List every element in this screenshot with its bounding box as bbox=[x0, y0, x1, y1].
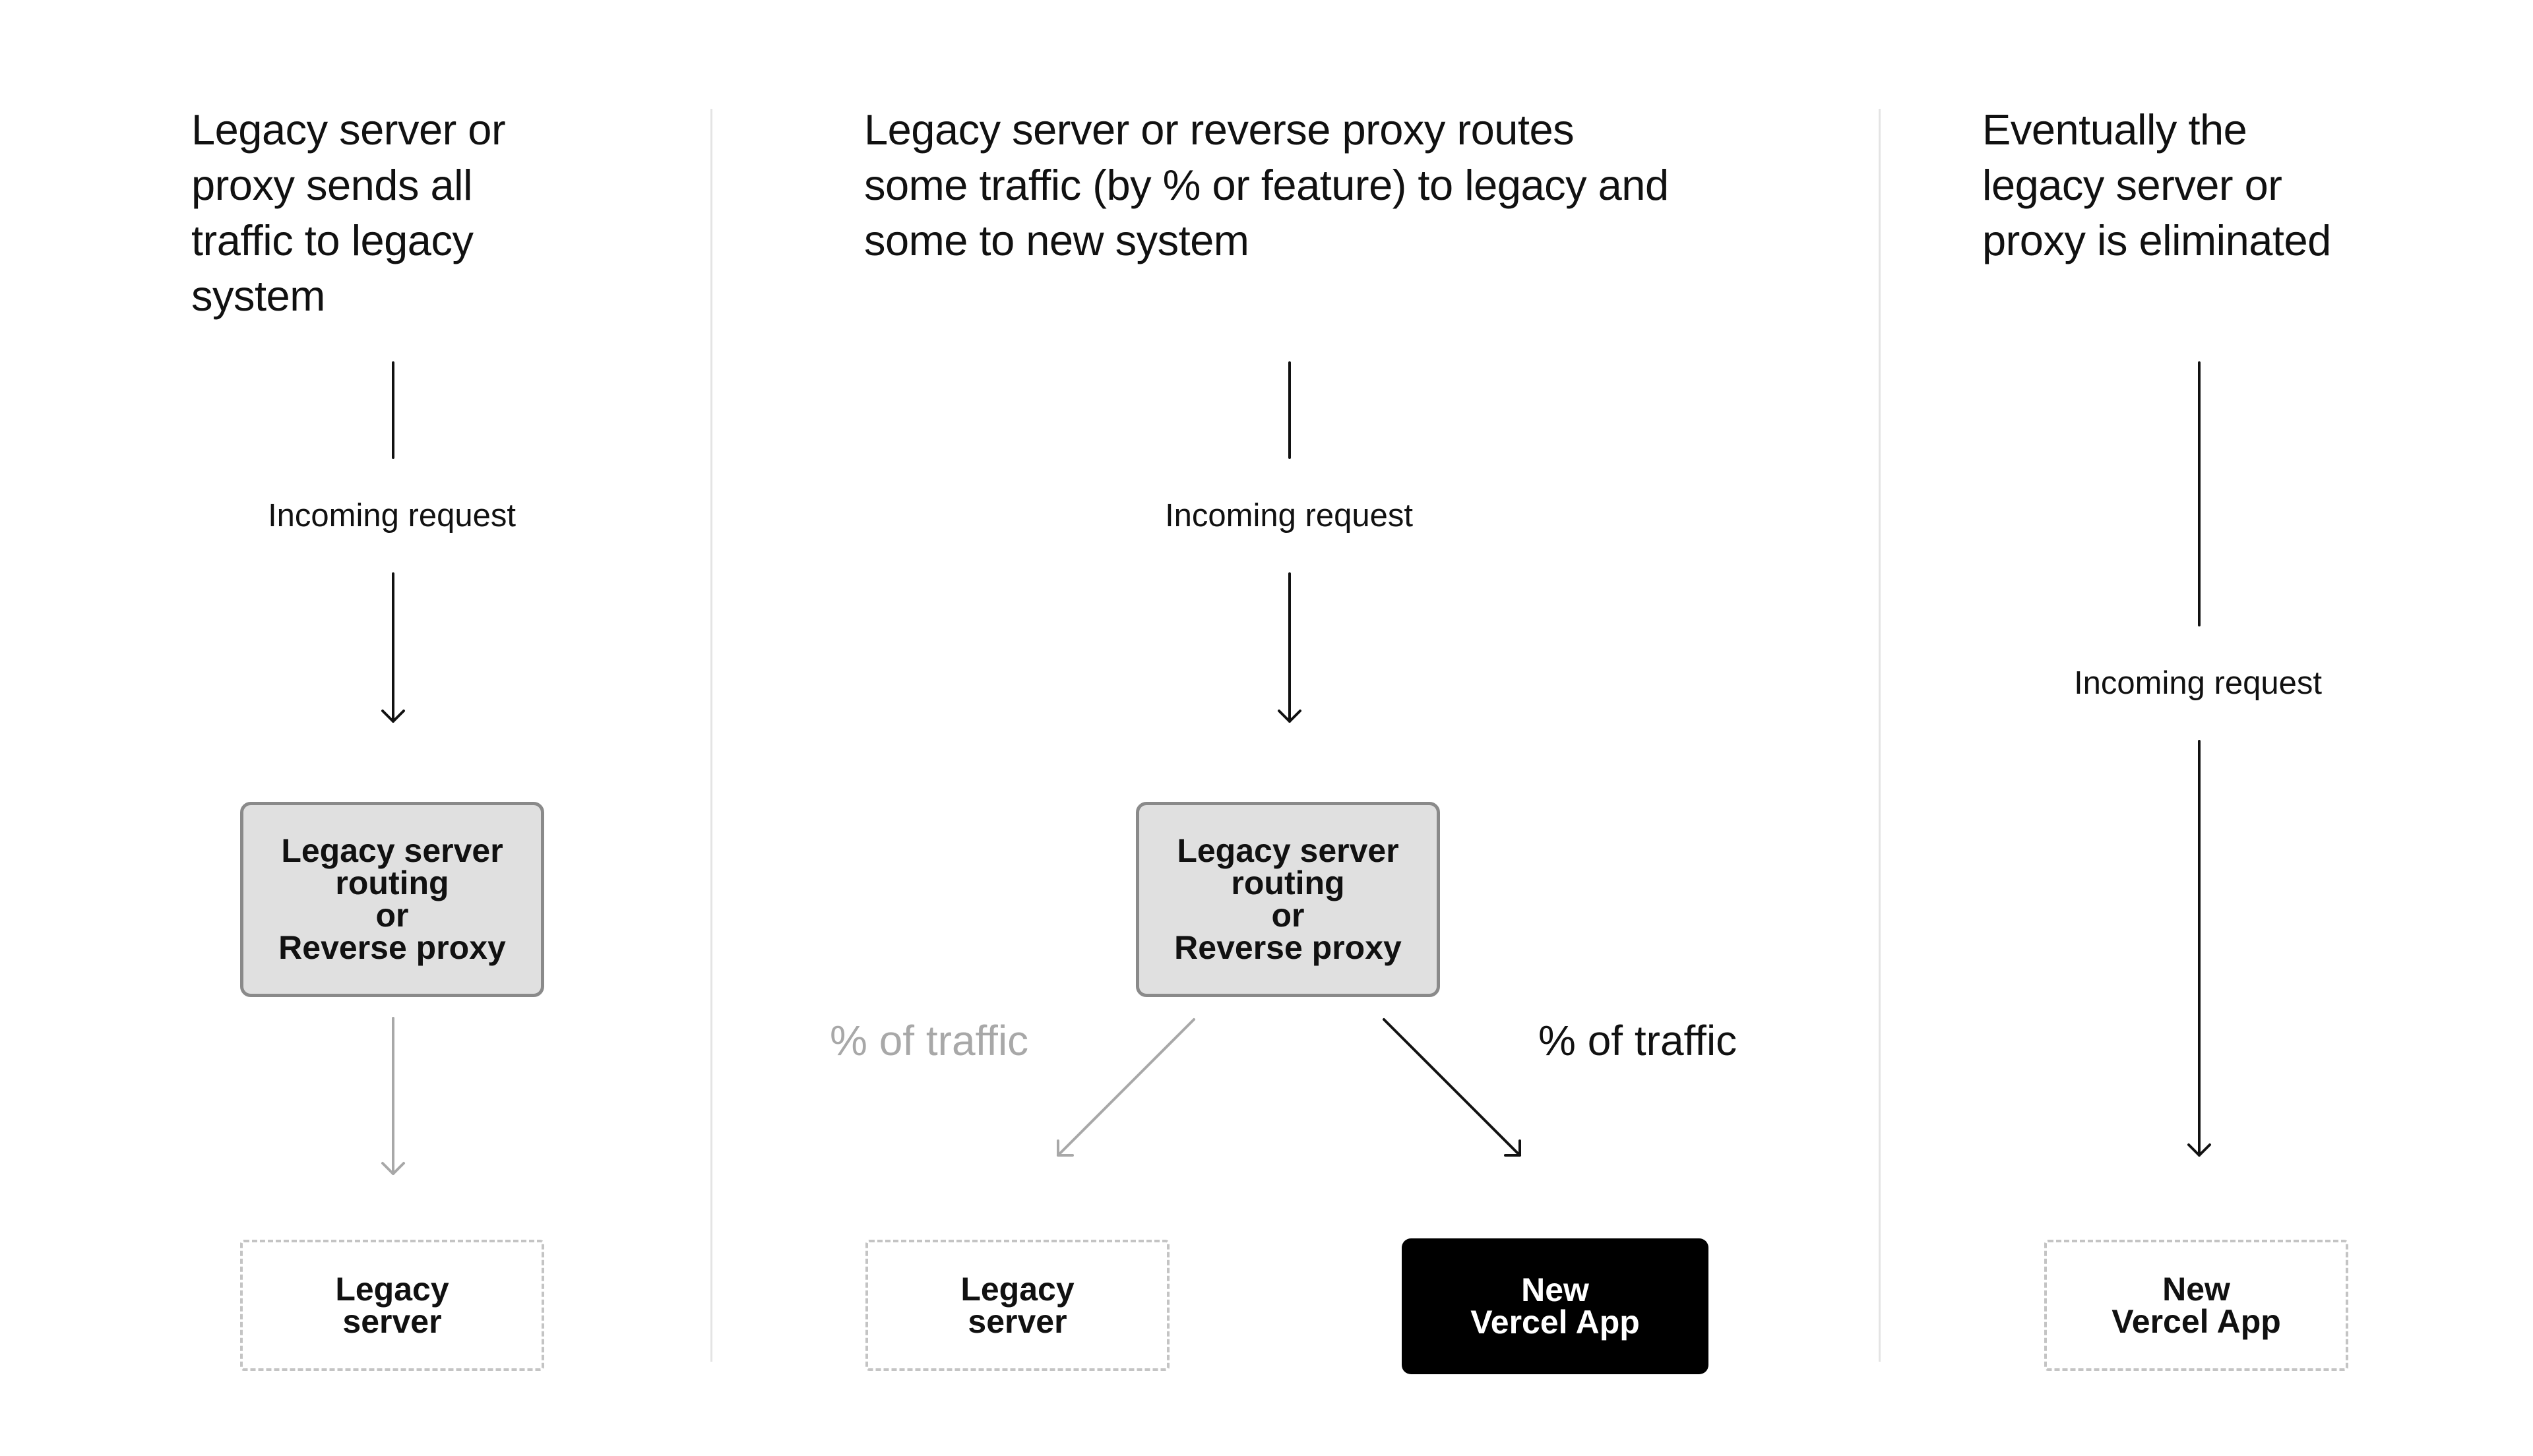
panel-2-legacy-server-box: Legacy server bbox=[865, 1240, 1170, 1371]
panel-2-legacy-arrowhead bbox=[1057, 1139, 1074, 1157]
panel-1-legacy-arrowhead bbox=[381, 1162, 405, 1175]
divider-2 bbox=[1879, 109, 1881, 1362]
panel-2-router-box: Legacy server routing or Reverse proxy bbox=[1136, 802, 1440, 997]
panel-3-incoming-request-label: Incoming request bbox=[2074, 665, 2322, 701]
panel-2-new-vercel-app-box: New Vercel App bbox=[1402, 1238, 1708, 1374]
panel-1-request-arrowhead bbox=[381, 710, 405, 723]
panel-2-heading: Legacy server or reverse proxy routes so… bbox=[864, 106, 1669, 264]
panel-2-new-app-arrow-shaft bbox=[1383, 1018, 1521, 1157]
panel-2-legacy-traffic-label: % of traffic bbox=[830, 1017, 1029, 1064]
panel-1-incoming-request-label: Incoming request bbox=[268, 498, 516, 533]
panel-1-router-box: Legacy server routing or Reverse proxy bbox=[240, 802, 544, 997]
divider-1 bbox=[710, 109, 712, 1362]
panel-2-request-arrowhead bbox=[1278, 710, 1301, 723]
panel-2-incoming-request-label: Incoming request bbox=[1165, 498, 1413, 533]
panel-2-legacy-arrow-shaft bbox=[1057, 1018, 1195, 1157]
panel-3-request-arrowhead bbox=[2187, 1143, 2211, 1157]
panel-1-legacy-server-box: Legacy server bbox=[240, 1240, 544, 1371]
panel-2-new-app-traffic-label: % of traffic bbox=[1538, 1017, 1737, 1064]
panel-2-new-app-arrowhead bbox=[1504, 1139, 1521, 1157]
panel-3-new-vercel-app-box: New Vercel App bbox=[2044, 1240, 2348, 1371]
panel-1-heading: Legacy server or proxy sends all traffic… bbox=[191, 106, 506, 320]
panel-3-heading: Eventually the legacy server or proxy is… bbox=[1982, 106, 2331, 264]
